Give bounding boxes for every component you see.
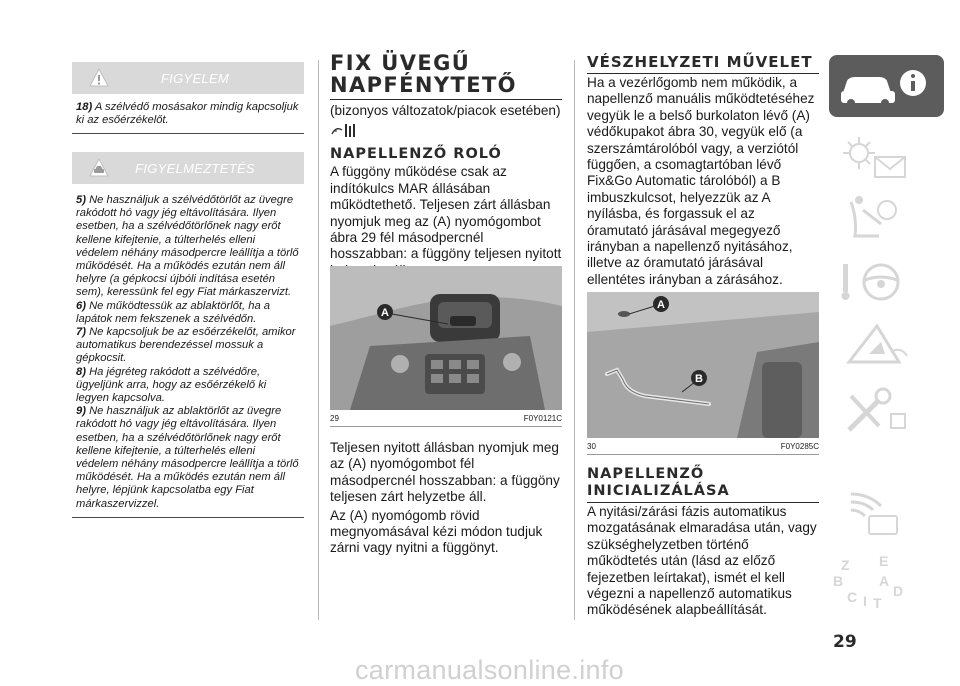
svg-text:T: T [873,595,882,611]
paragraph: Ha a vezérlőgomb nem működik, a napellen… [587,75,815,287]
figure-30-caption: 30 F0Y0285C [587,442,819,451]
caution-box: 5) Ne használjuk a szélvédőtörlőt az üve… [72,190,304,518]
warning-title: FIGYELEM [160,70,230,86]
hex-key-illustration: A B [587,292,819,438]
dashboard-lights-icon [843,137,906,178]
section-heading: NAPELLENZŐ [587,466,705,482]
tab-dashboard[interactable] [829,125,944,187]
svg-text:D: D [893,583,903,599]
seat-airbag-icon [849,196,897,238]
caution-title: FIGYELMEZTETÉS [135,160,255,176]
multimedia-icon [850,492,898,535]
svg-text:C: C [847,589,857,605]
figure-29: A [330,266,562,410]
caution-item: 9) Ne használjuk az ablaktörlőt az üvegr… [76,405,299,510]
warning-icon [89,67,109,87]
caution-header: FIGYELMEZTETÉS [72,152,304,184]
tab-safety[interactable] [829,188,944,250]
paragraph: A nyitási/zárási fázis automatikus mozga… [587,504,817,618]
caution-item: 7) Ne kapcsoljuk be az esőérzékelőt, ami… [76,326,296,365]
caution-item: 8) Ha jégréteg rakódott a szélvédőre, üg… [76,365,267,405]
warning-box: 18) A szélvédő mosásakor mindig kapcsolj… [72,97,304,135]
figure-number: 29 [330,414,339,423]
figure-30: A B [587,292,819,438]
watermark: carmanualsonline.info [355,655,624,685]
figure-callout-a: A [657,299,665,311]
caution-item: 5) Ne használjuk a szélvédőtörlőt az üve… [76,194,299,299]
tools-icon [847,387,906,432]
steering-wheel-icon [841,263,900,301]
warning-header: FIGYELEM [72,62,304,94]
section-title-line2: NAPFÉNYTETŐ [330,73,517,97]
subsection-heading: NAPELLENZŐ ROLÓ [330,146,502,163]
page-number: 29 [833,632,857,652]
caution-item: 6) Ne működtessük az ablaktörlőt, ha a l… [76,299,271,325]
svg-text:I: I [863,593,867,609]
tab-multimedia[interactable] [829,480,944,542]
figure-callout-b: B [695,373,703,385]
tab-vehicle-info[interactable] [829,55,944,117]
warning-triangle-icon [845,323,908,364]
figure-code: F0Y0285C [780,442,819,451]
svg-text:A: A [879,573,889,589]
paragraph: Teljesen nyitott állásban nyomjuk meg az… [330,440,560,505]
key-mar-icon [331,124,355,138]
figure-code: F0Y0121C [523,414,562,423]
svg-text:E: E [879,553,888,569]
car-info-icon [829,55,944,117]
section-heading: VÉSZHELYZETI MŰVELET [587,53,813,71]
svg-text:Z: Z [841,557,850,573]
warning-item: 18) A szélvédő mosásakor mindig kapcsolj… [76,101,299,127]
paragraph: Az (A) nyomógomb rövid megnyomásával kéz… [330,507,543,556]
subtitle: (bizonyos változatok/piacok esetében) [330,103,561,118]
section-heading-line2: INICIALIZÁLÁSA [587,483,730,499]
car-caution-icon [89,157,109,177]
section-title: FIX ÜVEGŰ [330,51,471,75]
tab-driving[interactable] [829,250,944,312]
overhead-console-illustration: A [330,266,562,410]
figure-number: 30 [587,442,596,451]
column-divider [574,60,575,620]
column-divider [318,60,319,620]
svg-text:B: B [833,573,843,589]
figure-callout-a: A [381,307,389,319]
paragraph: A függöny működése csak az indítókulcs M… [330,164,562,277]
figure-29-caption: 29 F0Y0121C [330,414,562,423]
tab-emergency[interactable] [829,312,944,374]
tab-maintenance[interactable] [829,380,944,442]
